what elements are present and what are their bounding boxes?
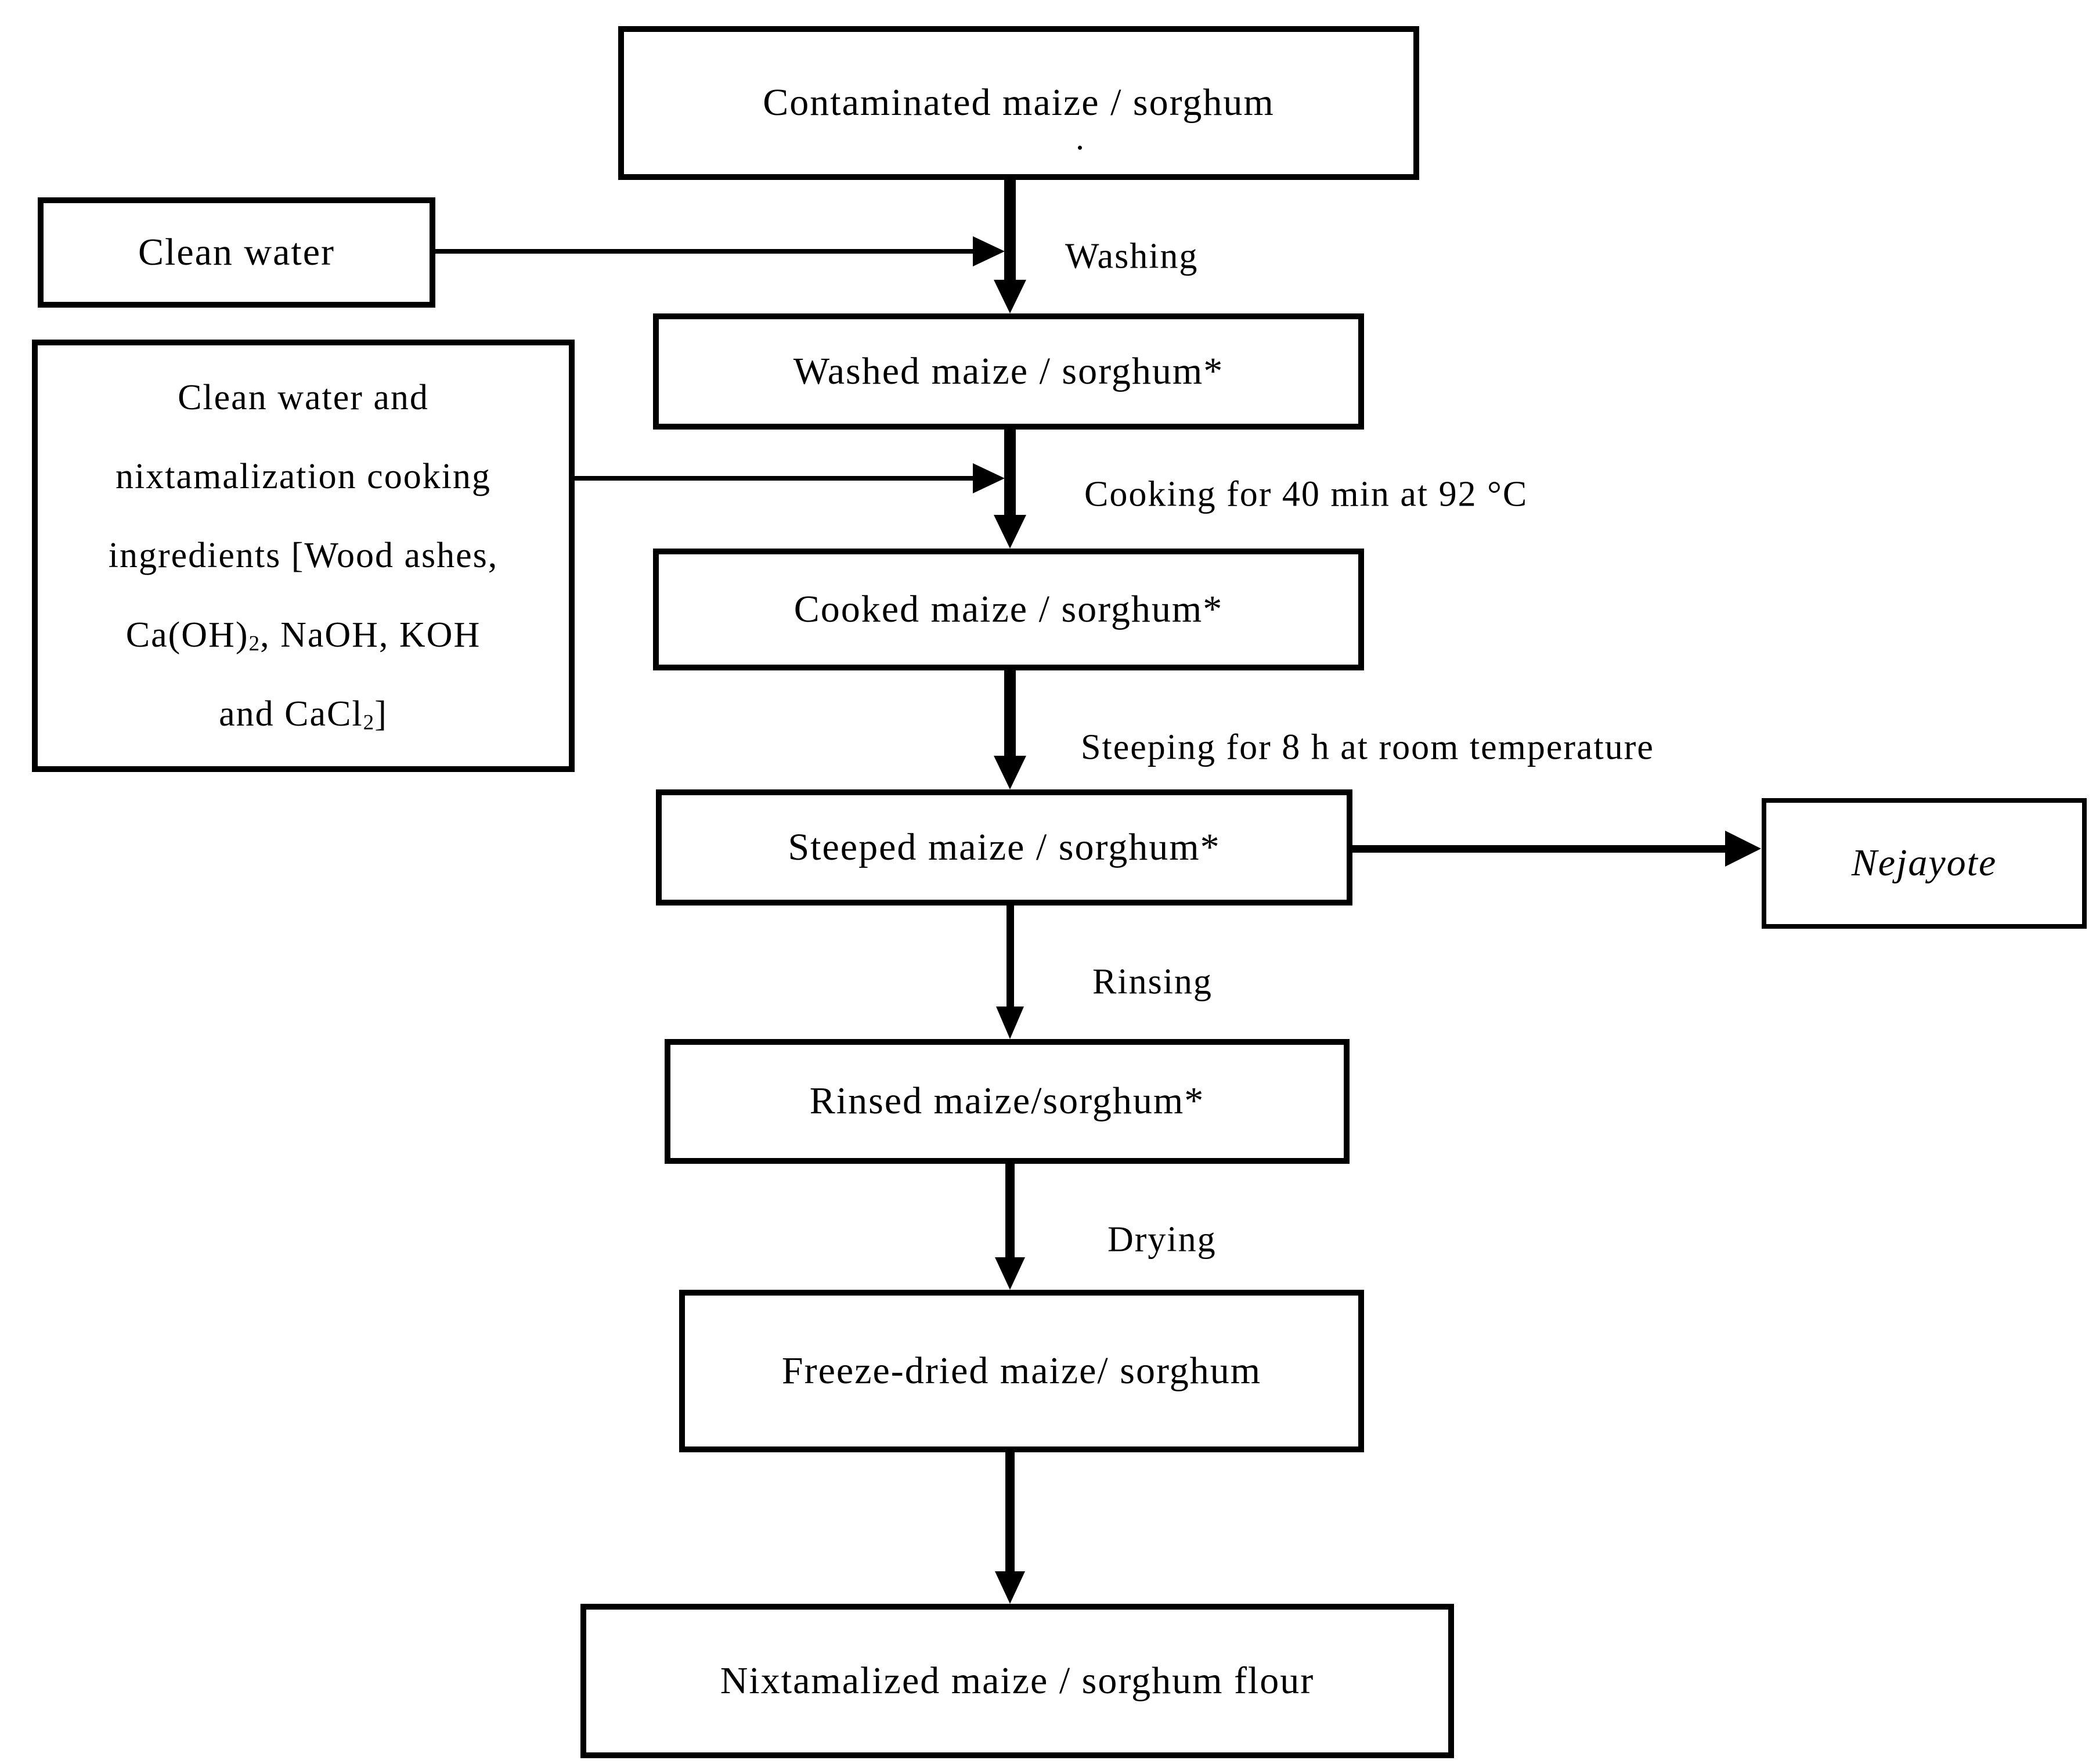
ingredients-line: Ca(OH)2, NaOH, KOH	[125, 615, 481, 656]
arrow-nejayote-line	[1352, 845, 1725, 853]
label-washing: Washing	[1065, 236, 1199, 276]
box-nejayote: Nejayote	[1762, 798, 2087, 929]
arrow-washing-line	[1004, 180, 1016, 280]
arrow-rinsing-line	[1006, 906, 1014, 1007]
ingredients-line: and CaCl2]	[219, 694, 388, 735]
label-drying: Drying	[1107, 1220, 1217, 1260]
stray-mark	[1078, 146, 1082, 150]
arrow-ingredients-feed-line	[575, 476, 973, 481]
arrow-milling-line	[1005, 1452, 1015, 1571]
box-steeped: Steeped maize / sorghum*	[656, 789, 1352, 906]
box-nixtamalized: Nixtamalized maize / sorghum flour	[580, 1604, 1454, 1758]
box-freeze-dried-label: Freeze-dried maize/ sorghum	[781, 1349, 1262, 1392]
arrow-steeping-line	[1004, 670, 1016, 756]
box-washed-label: Washed maize / sorghum*	[793, 349, 1224, 392]
ingredients-line: nixtamalization cooking	[116, 456, 491, 496]
label-steeping: Steeping for 8 h at room temperature	[1081, 727, 1654, 767]
label-rinsing: Rinsing	[1092, 962, 1213, 1002]
arrow-clean-water-feed-line	[435, 249, 973, 254]
arrow-drying-head-icon	[995, 1257, 1025, 1290]
box-clean-water: Clean water	[38, 197, 435, 308]
box-contaminated: Contaminated maize / sorghum	[618, 26, 1419, 180]
box-cooked: Cooked maize / sorghum*	[653, 549, 1364, 670]
arrow-cooking-line	[1004, 430, 1016, 515]
arrow-rinsing-head-icon	[996, 1007, 1024, 1039]
box-washed: Washed maize / sorghum*	[653, 313, 1364, 430]
box-clean-water-label: Clean water	[138, 230, 335, 273]
arrow-clean-water-feed-head-icon	[973, 236, 1005, 266]
box-ingredients: Clean water and nixtamalization cooking in…	[32, 340, 575, 772]
arrow-washing-head-icon	[994, 280, 1026, 313]
arrow-nejayote-head-icon	[1725, 831, 1761, 867]
ingredients-line: ingredients [Wood ashes,	[108, 536, 499, 576]
box-ingredients-content: Clean water and nixtamalization cooking in…	[109, 358, 498, 754]
box-nixtamalized-label: Nixtamalized maize / sorghum flour	[720, 1659, 1315, 1702]
box-contaminated-label: Contaminated maize / sorghum	[763, 81, 1275, 124]
box-cooked-label: Cooked maize / sorghum*	[793, 587, 1224, 630]
box-rinsed-label: Rinsed maize/sorghum*	[809, 1080, 1205, 1123]
arrow-milling-head-icon	[995, 1571, 1025, 1604]
box-nejayote-label: Nejayote	[1851, 842, 1997, 885]
arrow-drying-line	[1005, 1164, 1015, 1257]
arrow-steeping-head-icon	[994, 756, 1026, 789]
label-cooking: Cooking for 40 min at 92 °C	[1084, 474, 1528, 514]
arrow-ingredients-feed-head-icon	[973, 463, 1005, 493]
box-rinsed: Rinsed maize/sorghum*	[665, 1039, 1350, 1164]
arrow-cooking-head-icon	[994, 515, 1026, 549]
box-freeze-dried: Freeze-dried maize/ sorghum	[679, 1290, 1364, 1452]
box-steeped-label: Steeped maize / sorghum*	[788, 825, 1221, 868]
ingredients-line: Clean water and	[178, 377, 429, 417]
